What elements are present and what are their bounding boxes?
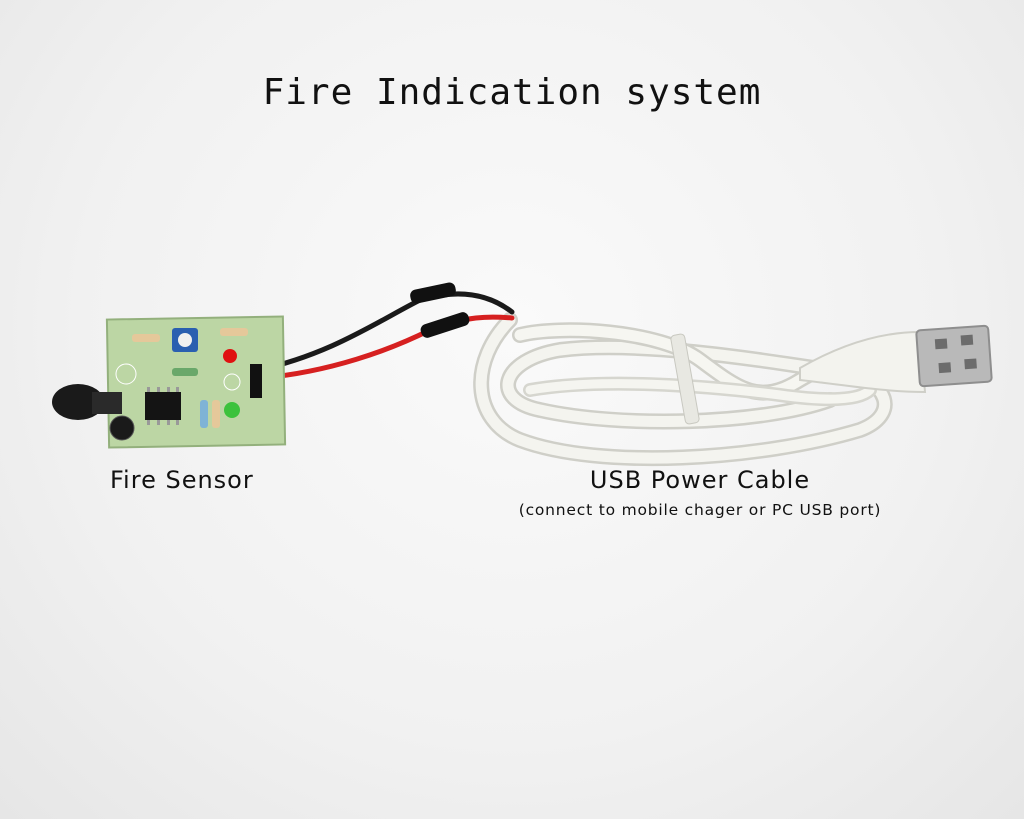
usb-cable-note: (connect to mobile chager or PC USB port… bbox=[518, 501, 882, 519]
usb-connector bbox=[799, 324, 993, 394]
fire-sensor-board bbox=[52, 315, 287, 449]
fire-sensor-label: Fire Sensor bbox=[110, 466, 254, 494]
cable-tie bbox=[670, 333, 700, 425]
wires bbox=[255, 282, 515, 381]
usb-cable-label: USB Power Cable bbox=[589, 466, 811, 494]
page-title: Fire Indication system bbox=[262, 72, 762, 113]
